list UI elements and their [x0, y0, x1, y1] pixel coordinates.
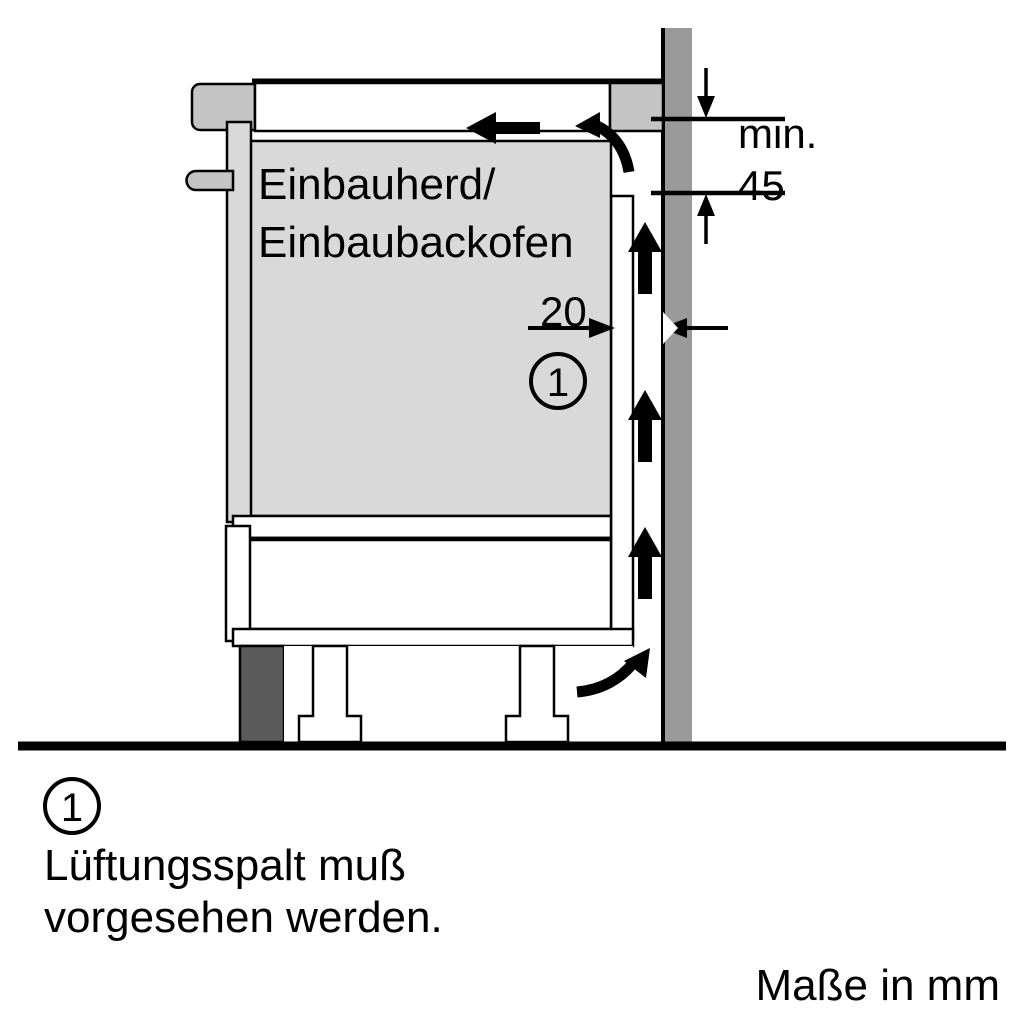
dim-min-label: min.	[738, 110, 817, 157]
wall-rect	[663, 28, 692, 745]
dim-45-value: 45	[738, 162, 785, 209]
lower-cabinet-front-frame	[224, 524, 252, 643]
legend-marker-circle	[43, 777, 101, 835]
oven-handle	[185, 169, 235, 192]
appliance-label-line1: Einbauherd/	[258, 160, 496, 209]
cabinet-base-rail	[231, 627, 635, 648]
worktop-right-cap	[608, 81, 665, 133]
legend-marker-number: 1	[61, 786, 83, 830]
worktop-left-cap	[190, 82, 257, 132]
legend-line1: Lüftungsspalt muß	[44, 841, 406, 890]
dim-min45-arrowhead-top	[697, 96, 715, 118]
airflow-arrow-up-1	[628, 222, 662, 294]
legend-line2: vorgesehen werden.	[44, 893, 443, 942]
callout-marker-circle	[529, 352, 587, 410]
airflow-arrow-left	[466, 112, 540, 144]
worktop-slab	[253, 81, 612, 133]
appliance-label-line2: Einbaubackofen	[258, 218, 574, 267]
dim-20-wall-notch	[663, 312, 678, 344]
airflow-arrow-up-2	[628, 390, 662, 462]
dim-20-arrowhead-left	[589, 318, 615, 338]
dim-min45-arrowhead-bottom	[697, 194, 715, 216]
units-note: Maße in mm	[756, 961, 1000, 1010]
dim-20-value: 20	[540, 288, 587, 335]
airflow-curve-top-head	[575, 112, 600, 138]
airflow-curve-bottom	[576, 658, 639, 698]
callout-marker-number: 1	[547, 361, 569, 405]
airflow-arrow-up-3	[628, 527, 662, 599]
appliance-under-band	[231, 514, 613, 540]
lower-cabinet-box	[231, 536, 613, 631]
plinth-block	[238, 644, 286, 744]
airflow-curve-bottom-head	[624, 648, 650, 678]
